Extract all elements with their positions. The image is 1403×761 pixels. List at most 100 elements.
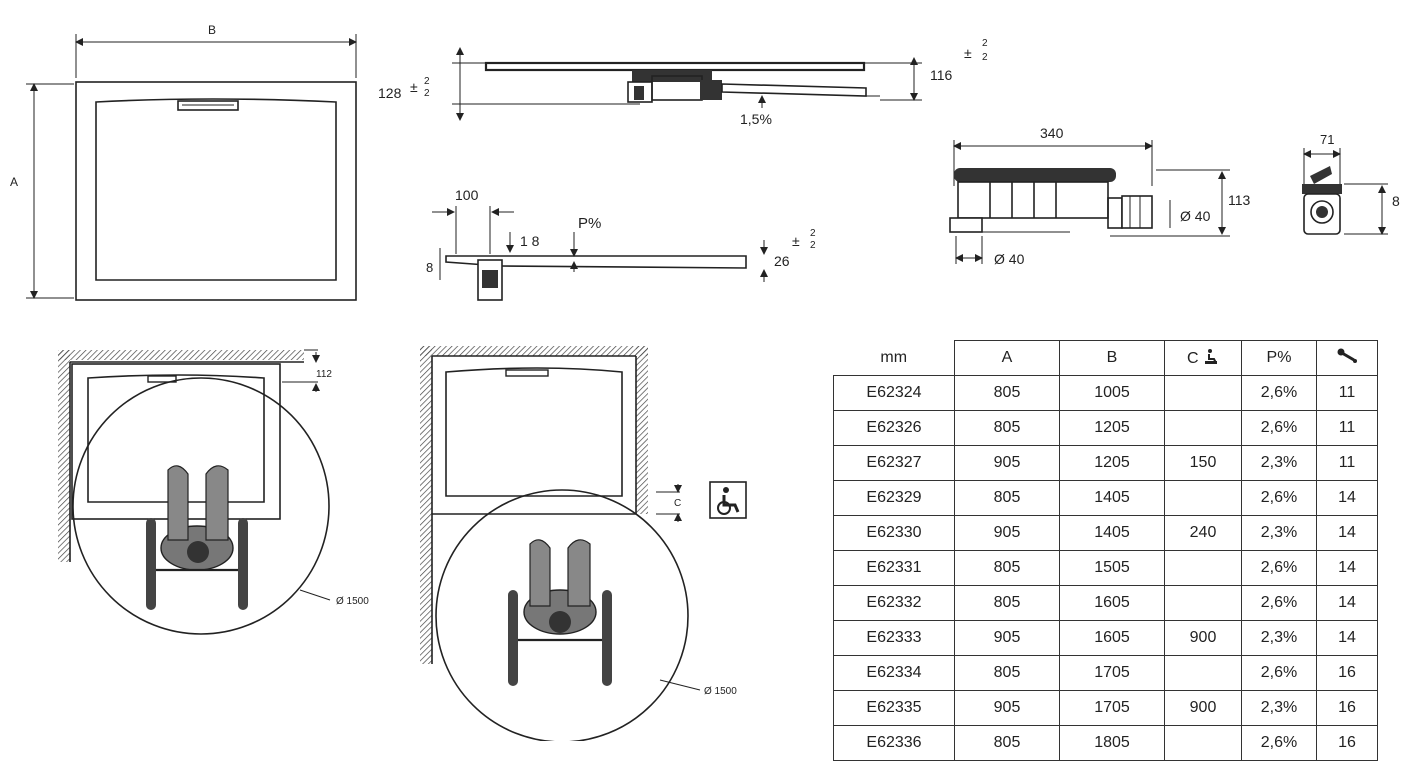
- cell-model: E62326: [833, 410, 955, 446]
- dim-b-label: B: [208, 23, 216, 37]
- header-p: P%: [1241, 340, 1317, 376]
- svg-text:2: 2: [424, 88, 430, 99]
- cell-c: 240: [1164, 515, 1242, 551]
- cell-b: 1705: [1059, 655, 1165, 691]
- dim-18: 1 8: [520, 233, 540, 249]
- cell-a: 805: [954, 410, 1060, 446]
- cell-tool: 14: [1316, 515, 1378, 551]
- cell-p: 2,3%: [1241, 445, 1317, 481]
- cell-b: 1805: [1059, 725, 1165, 761]
- cell-tool: 11: [1316, 445, 1378, 481]
- slope-p-label: P%: [578, 215, 601, 232]
- wheelchair-icon: [709, 481, 747, 519]
- header-c: C: [1164, 340, 1242, 376]
- cell-tool: 16: [1316, 725, 1378, 761]
- cell-a: 905: [954, 620, 1060, 656]
- dim-340: 340: [1040, 125, 1064, 141]
- svg-text:2: 2: [982, 38, 988, 49]
- cell-tool: 11: [1316, 375, 1378, 411]
- edge-detail: 100 1 8 P% 8 26 ± 2 2: [426, 187, 816, 301]
- cell-c: [1164, 655, 1242, 691]
- wheelchair-icon: [1205, 348, 1217, 364]
- cell-b: 1205: [1059, 445, 1165, 481]
- plan-view-accessible: C Ø 1500: [420, 346, 747, 741]
- cell-c: [1164, 480, 1242, 516]
- height-128: 128: [378, 85, 402, 101]
- cell-c: [1164, 725, 1242, 761]
- slope-label: 1,5%: [740, 111, 772, 127]
- dim-26: 26: [774, 253, 790, 269]
- cell-c: 900: [1164, 620, 1242, 656]
- tray-side-section: 128 ± 2 2 1,5% 116 ± 2 2: [378, 38, 988, 127]
- cell-p: 2,3%: [1241, 620, 1317, 656]
- cell-b: 1405: [1059, 480, 1165, 516]
- cell-model: E62329: [833, 480, 955, 516]
- wrench-icon: [1337, 348, 1357, 363]
- cell-b: 1505: [1059, 550, 1165, 586]
- cell-tool: 11: [1316, 410, 1378, 446]
- cell-c: 900: [1164, 690, 1242, 726]
- cell-p: 2,3%: [1241, 690, 1317, 726]
- cell-model: E62334: [833, 655, 955, 691]
- trap-diameter-right: Ø 40: [1180, 208, 1211, 224]
- cell-model: E62332: [833, 585, 955, 621]
- cell-tool: 14: [1316, 550, 1378, 586]
- plan-view-corner: 112 Ø 1500: [58, 349, 369, 635]
- cell-p: 2,6%: [1241, 655, 1317, 691]
- cell-tool: 16: [1316, 655, 1378, 691]
- drain-cap-drawing: 71 8: [1302, 132, 1400, 235]
- cell-p: 2,6%: [1241, 725, 1317, 761]
- cell-tool: 14: [1316, 620, 1378, 656]
- dim-112: 112: [316, 369, 332, 380]
- cell-model: E62331: [833, 550, 955, 586]
- cell-model: E62327: [833, 445, 955, 481]
- trap-diameter-bottom: Ø 40: [994, 251, 1025, 267]
- dim-c: C: [674, 498, 681, 509]
- cell-p: 2,3%: [1241, 515, 1317, 551]
- cell-b: 1205: [1059, 410, 1165, 446]
- header-a: A: [954, 340, 1060, 376]
- cell-model: E62330: [833, 515, 955, 551]
- dim-100: 100: [455, 187, 479, 203]
- turning-circle-right: Ø 1500: [704, 686, 737, 697]
- cell-tool: 14: [1316, 585, 1378, 621]
- cell-model: E62333: [833, 620, 955, 656]
- cell-p: 2,6%: [1241, 585, 1317, 621]
- svg-text:2: 2: [982, 52, 988, 63]
- technical-drawing: B A 128 ± 2 2 1,5% 116 ± 2 2: [10, 23, 1400, 741]
- turning-circle-left: Ø 1500: [336, 596, 369, 607]
- cell-p: 2,6%: [1241, 375, 1317, 411]
- dim-113: 113: [1228, 192, 1251, 208]
- cell-a: 805: [954, 375, 1060, 411]
- cell-a: 805: [954, 655, 1060, 691]
- tray-top-view: B A: [10, 23, 357, 301]
- cell-b: 1605: [1059, 620, 1165, 656]
- svg-text:2: 2: [424, 76, 430, 87]
- cell-a: 905: [954, 690, 1060, 726]
- cell-p: 2,6%: [1241, 550, 1317, 586]
- cell-tool: 14: [1316, 480, 1378, 516]
- header-mm: mm: [833, 340, 955, 376]
- header-c-label: C: [1186, 349, 1199, 367]
- cell-a: 905: [954, 445, 1060, 481]
- cell-a: 805: [954, 585, 1060, 621]
- cell-a: 805: [954, 480, 1060, 516]
- dim-8: 8: [426, 260, 433, 275]
- cell-c: [1164, 410, 1242, 446]
- cell-b: 1705: [1059, 690, 1165, 726]
- drain-trap-drawing: 340 Ø 40 113 Ø 40: [949, 125, 1251, 267]
- cell-a: 805: [954, 725, 1060, 761]
- cell-model: E62335: [833, 690, 955, 726]
- cell-a: 905: [954, 515, 1060, 551]
